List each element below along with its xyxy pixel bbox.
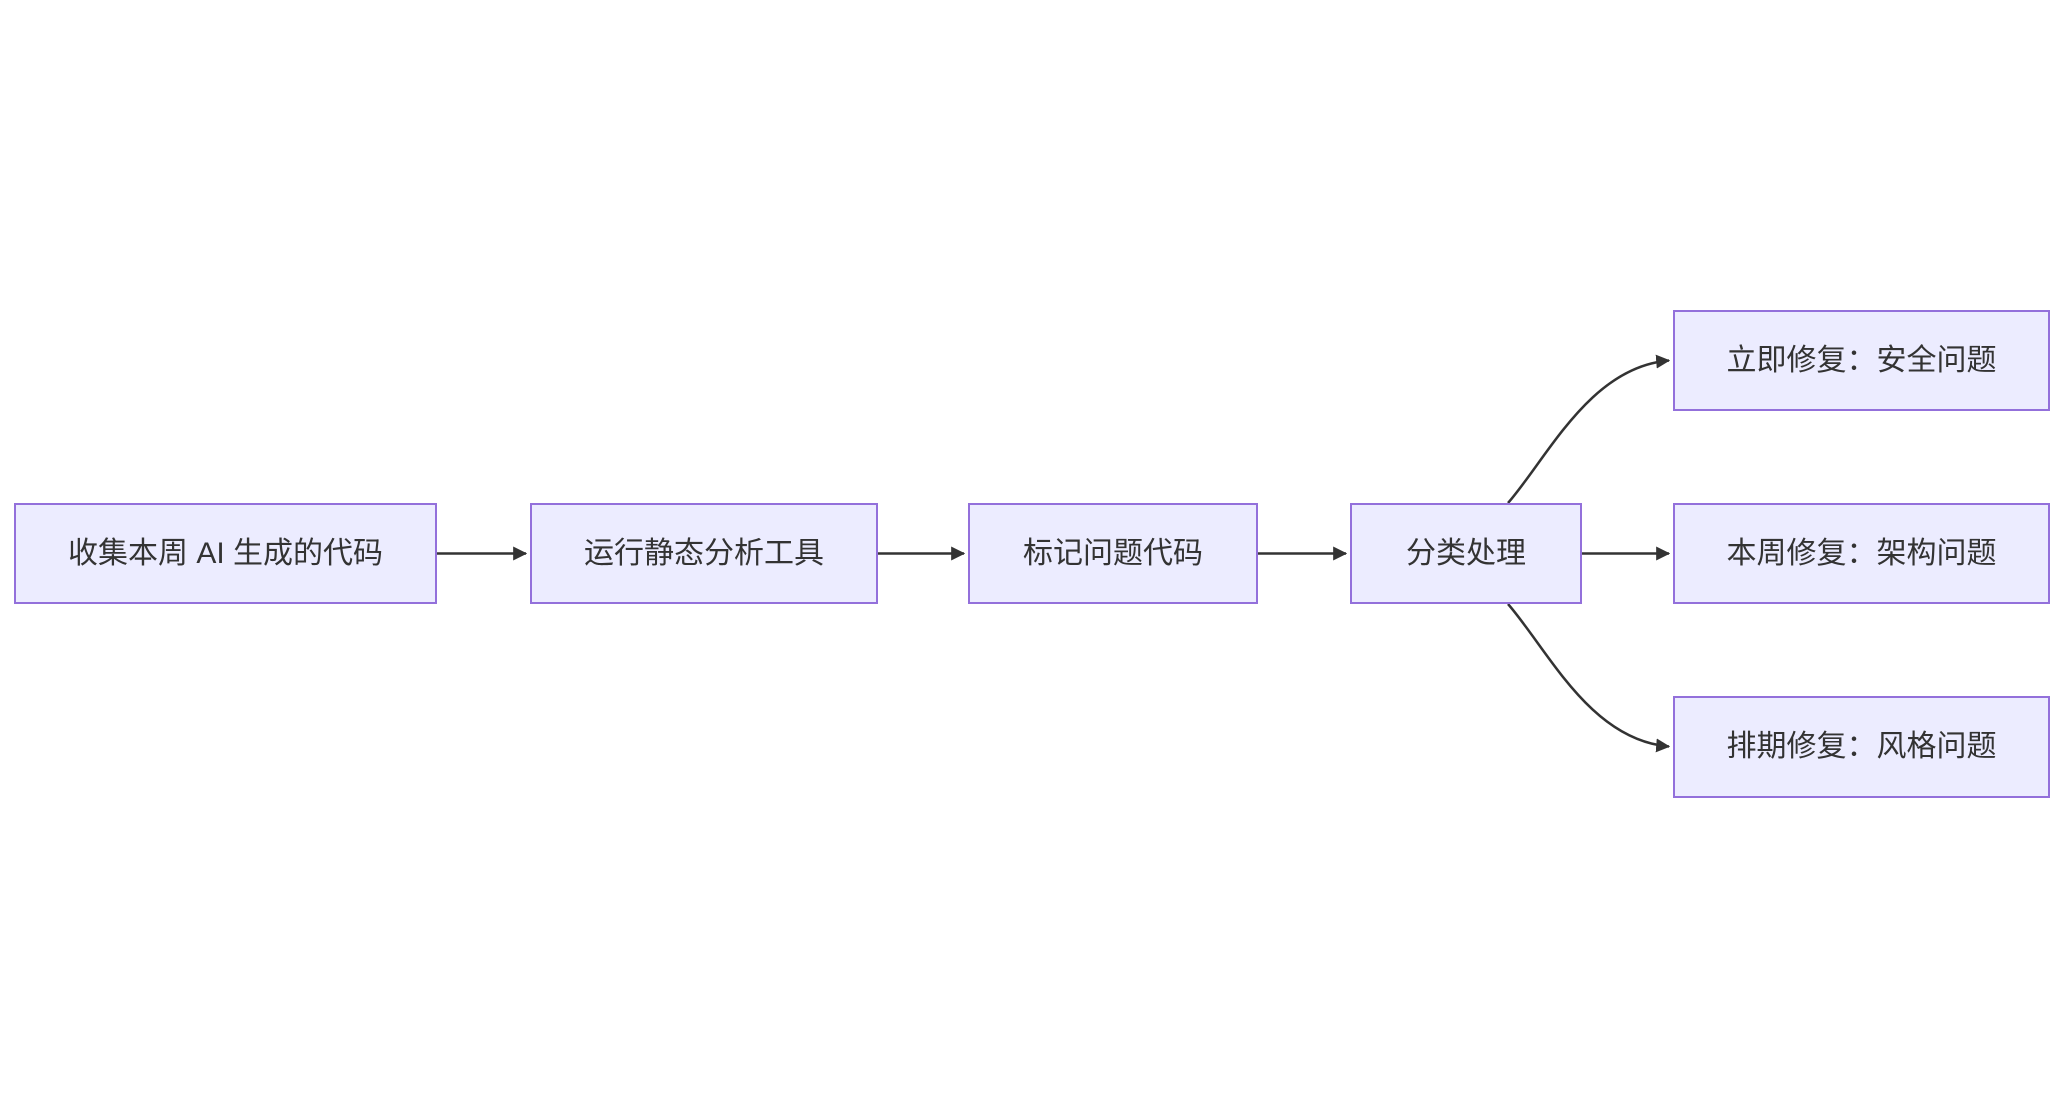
node-run-static-analysis: 运行静态分析工具 [530, 503, 878, 604]
node-label: 分类处理 [1406, 536, 1526, 570]
node-fix-now-security: 立即修复：安全问题 [1673, 310, 2050, 411]
edge-triage-to-fix-scheduled [1507, 603, 1671, 753]
node-label: 收集本周 AI 生成的代码 [67, 536, 383, 570]
node-label: 标记问题代码 [1023, 536, 1203, 570]
node-label: 立即修复：安全问题 [1726, 343, 1997, 377]
node-label: 本周修复：架构问题 [1726, 536, 1997, 570]
node-scheduled-fix-style: 排期修复：风格问题 [1673, 696, 2050, 798]
node-label: 排期修复：风格问题 [1726, 730, 1997, 763]
node-flag-problem-code: 标记问题代码 [968, 503, 1258, 604]
node-triage: 分类处理 [1350, 503, 1582, 604]
node-collect-weekly-ai-code: 收集本周 AI 生成的代码 [14, 503, 437, 604]
node-fix-this-week-architecture: 本周修复：架构问题 [1673, 503, 2050, 604]
edge-triage-to-fix-now [1507, 354, 1671, 504]
node-label: 运行静态分析工具 [584, 536, 824, 570]
